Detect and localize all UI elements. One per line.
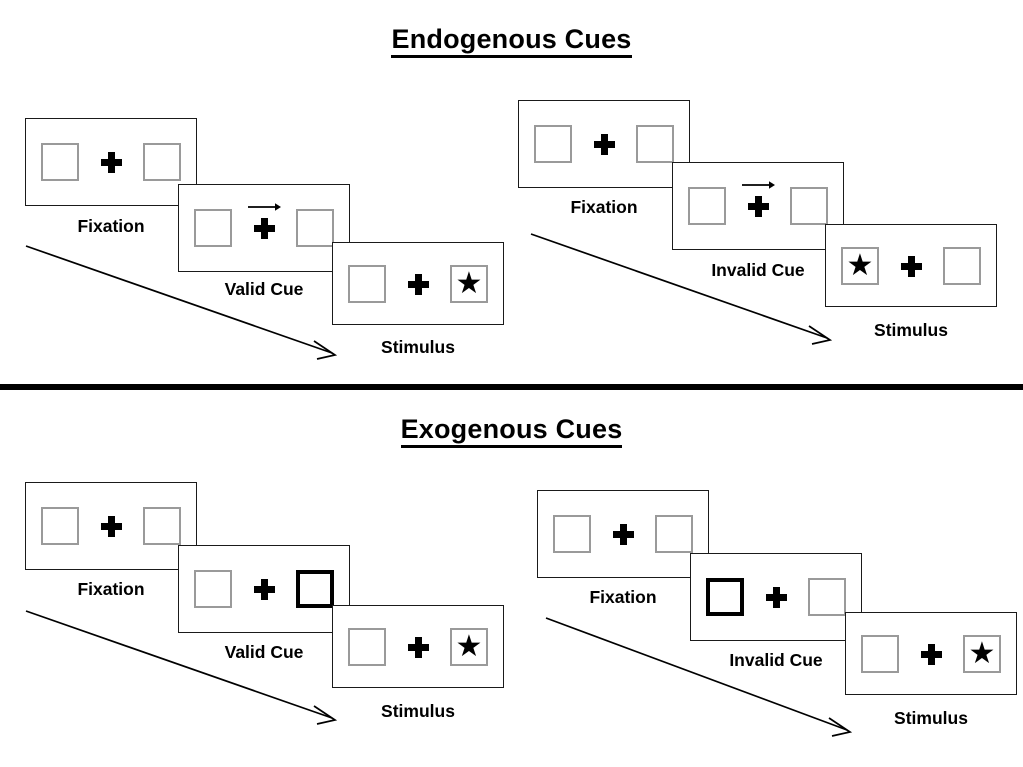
left-square	[194, 209, 232, 247]
frame-label-invalid-cue: Invalid Cue	[729, 650, 823, 670]
fixation-cross-icon	[613, 524, 634, 545]
arrow-right-cue-icon	[742, 181, 775, 189]
fixation-cross-icon	[901, 255, 922, 277]
frame-invalid-cue[interactable]	[690, 553, 862, 641]
star-icon: ★	[846, 248, 874, 282]
frame-stimulus[interactable]: ★	[332, 605, 504, 688]
right-square	[143, 507, 181, 545]
left-square	[534, 125, 572, 163]
section-title-exogenous: Exogenous Cues	[0, 414, 1023, 448]
frame-valid-cue[interactable]	[178, 184, 350, 272]
left-square	[41, 143, 79, 181]
fixation-cross-icon	[101, 152, 122, 173]
right-square-cued	[296, 570, 334, 608]
frame-label-fixation: Fixation	[570, 197, 638, 217]
right-square	[943, 246, 981, 285]
frame-label-fixation: Fixation	[77, 579, 145, 599]
frame-content	[553, 515, 693, 553]
frame-fixation[interactable]	[518, 100, 690, 188]
star-icon: ★	[455, 629, 483, 663]
frame-content	[41, 143, 181, 181]
fixation-cross-icon	[921, 643, 942, 665]
frame-label-stimulus: Stimulus	[874, 320, 948, 340]
frame-label-valid-cue: Valid Cue	[224, 279, 304, 299]
right-square: ★	[450, 264, 488, 303]
left-square	[348, 264, 386, 303]
right-square	[808, 578, 846, 616]
frame-content: ★	[348, 627, 488, 666]
frame-content	[41, 507, 181, 545]
frame-invalid-cue[interactable]	[672, 162, 844, 250]
frame-content	[194, 570, 334, 608]
fixation-cross-icon	[408, 273, 429, 295]
frame-content	[706, 578, 846, 616]
left-square: ★	[841, 246, 879, 285]
fixation-cross-icon	[766, 587, 787, 608]
frame-content	[688, 181, 828, 225]
frame-label-fixation: Fixation	[77, 216, 145, 236]
frame-content	[534, 125, 674, 163]
right-square	[143, 143, 181, 181]
fixation-cross-icon	[408, 636, 429, 658]
fixation-cross-icon	[101, 516, 122, 537]
right-square	[655, 515, 693, 553]
frame-label-valid-cue: Valid Cue	[224, 642, 304, 662]
arrow-right-cue-icon	[248, 203, 281, 211]
left-square-cued	[706, 578, 744, 616]
star-icon: ★	[968, 636, 996, 670]
frame-content: ★	[841, 246, 981, 285]
right-square	[790, 187, 828, 225]
frame-fixation[interactable]	[25, 482, 197, 570]
frame-label-stimulus: Stimulus	[894, 708, 968, 728]
left-square	[194, 570, 232, 608]
fixation-cross-icon	[254, 579, 275, 600]
left-square	[553, 515, 591, 553]
frame-label-stimulus: Stimulus	[381, 337, 455, 357]
frame-stimulus[interactable]: ★	[845, 612, 1017, 695]
fixation-cross-icon	[742, 181, 775, 217]
section-endogenous: Endogenous Cues Fixation	[0, 24, 1023, 360]
fixation-cross-icon	[248, 203, 281, 239]
frame-content: ★	[861, 634, 1001, 673]
frame-content: ★	[348, 264, 488, 303]
frame-label-fixation: Fixation	[589, 587, 657, 607]
frame-stimulus[interactable]: ★	[825, 224, 997, 307]
right-square: ★	[963, 634, 1001, 673]
section-divider	[0, 384, 1023, 390]
section-exogenous: Exogenous Cues Fixation Valid Cue	[0, 390, 1023, 767]
left-square	[861, 634, 899, 673]
left-square	[348, 627, 386, 666]
star-icon: ★	[455, 266, 483, 300]
frame-fixation[interactable]	[25, 118, 197, 206]
frame-fixation[interactable]	[537, 490, 709, 578]
frame-valid-cue[interactable]	[178, 545, 350, 633]
left-square	[41, 507, 79, 545]
frame-label-invalid-cue: Invalid Cue	[711, 260, 805, 280]
right-square	[636, 125, 674, 163]
right-square: ★	[450, 627, 488, 666]
section-title-endogenous: Endogenous Cues	[0, 24, 1023, 58]
right-square	[296, 209, 334, 247]
frame-stimulus[interactable]: ★	[332, 242, 504, 325]
frame-content	[194, 203, 334, 247]
fixation-cross-icon	[594, 134, 615, 155]
left-square	[688, 187, 726, 225]
frame-label-stimulus: Stimulus	[381, 701, 455, 721]
